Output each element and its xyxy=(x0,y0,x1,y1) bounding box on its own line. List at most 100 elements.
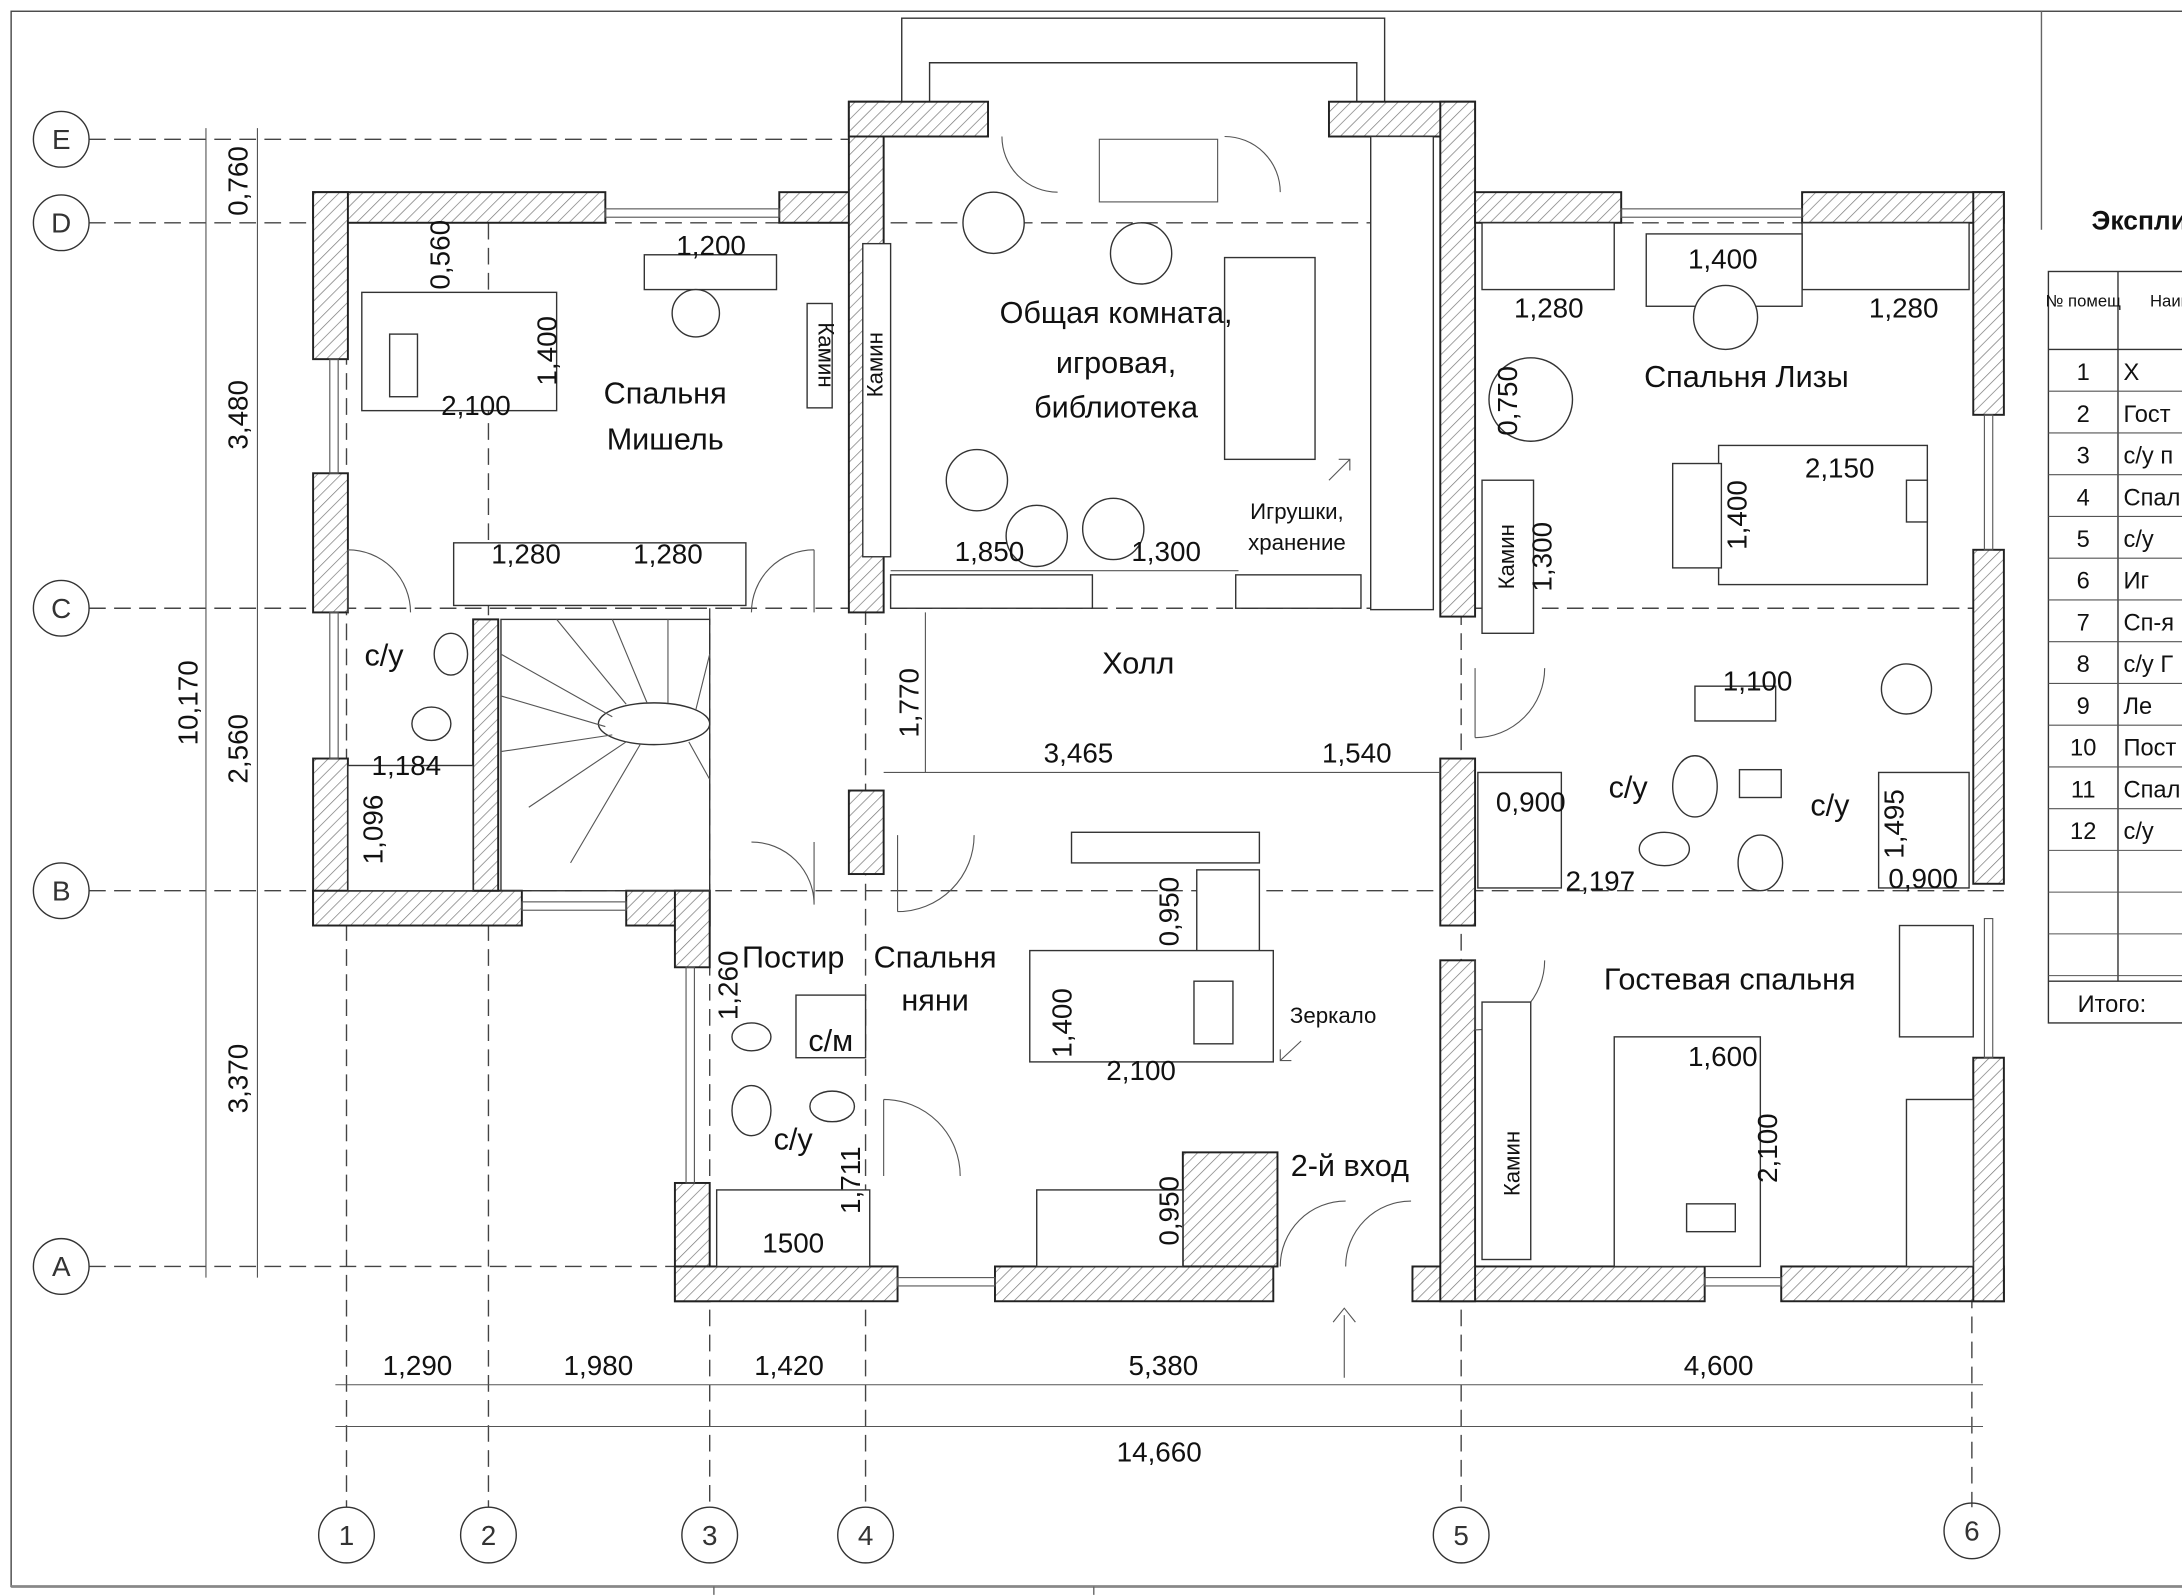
dim-label: 2,100 xyxy=(441,390,511,421)
staircase xyxy=(500,618,711,892)
axis-label: 2 xyxy=(481,1520,496,1551)
axis-marker-B: B xyxy=(32,862,90,920)
room-label-nanny: няни xyxy=(901,983,968,1017)
table-cell-name: с/у xyxy=(2124,819,2154,845)
dim-label: 1,495 xyxy=(1879,789,1910,859)
axis-marker-6: 6 xyxy=(1943,1502,2001,1560)
bottom-dimension-chain: 1,290 1,980 1,420 5,380 4,600 14,660 xyxy=(335,1350,1984,1467)
dim-label: 2,100 xyxy=(1106,1055,1176,1086)
table-cell-number: 1 xyxy=(2077,360,2090,386)
table-cell-number: 5 xyxy=(2077,527,2090,553)
room-label-entrance: 2-й вход xyxy=(1291,1149,1409,1183)
axis-label: 1 xyxy=(339,1520,354,1551)
table-cell-number: 4 xyxy=(2077,485,2090,511)
dim-label: 0,760 xyxy=(223,146,254,216)
table-cell-number: 7 xyxy=(2077,611,2090,637)
dim-label: 1,400 xyxy=(532,316,563,386)
table-header-name: Наим пом xyxy=(2150,291,2182,310)
room-labels: Спальня Мишель Общая комната, игровая, б… xyxy=(365,296,1856,1183)
room-label-wc: с/у xyxy=(774,1123,814,1157)
dim-label: 0,950 xyxy=(1154,877,1185,947)
table-header-number: № помещ xyxy=(2046,291,2122,310)
table-cell-name: Иг xyxy=(2124,569,2150,595)
dim-label: 1,184 xyxy=(372,750,442,781)
fireplace-label: Камин xyxy=(1500,1131,1525,1196)
axis-label: 5 xyxy=(1453,1520,1468,1551)
dim-label: 1,980 xyxy=(564,1350,634,1381)
dim-label: 0,950 xyxy=(1154,1176,1185,1246)
dim-label: 2,100 xyxy=(1752,1113,1783,1183)
axis-marker-2: 2 xyxy=(459,1506,517,1564)
table-cell-number: 3 xyxy=(2077,444,2090,470)
dim-label: 1,540 xyxy=(1322,738,1392,769)
mirror-note: Зеркало xyxy=(1290,1003,1376,1028)
axis-marker-5: 5 xyxy=(1432,1506,1490,1564)
dim-total-label: 10,170 xyxy=(173,660,204,745)
dim-label: 1,300 xyxy=(1527,522,1558,592)
room-label-michel: Спальня xyxy=(604,377,727,411)
inner-dimensions: 0,560 1,400 2,100 1,200 1,280 1,280 1,18… xyxy=(358,220,1958,1259)
dim-label: 0,750 xyxy=(1492,366,1523,436)
dim-label: 1,290 xyxy=(383,1350,453,1381)
axis-marker-3: 3 xyxy=(681,1506,739,1564)
room-label-common: библиотека xyxy=(1034,391,1199,425)
walls xyxy=(312,100,2005,1303)
room-label-guest: Гостевая спальня xyxy=(1604,963,1856,997)
doors xyxy=(347,135,1546,1378)
axis-marker-E: E xyxy=(32,110,90,168)
dim-label: 1,200 xyxy=(676,230,746,261)
table-cell-number: 9 xyxy=(2077,694,2090,720)
dim-label: 1,400 xyxy=(1688,244,1758,275)
dim-label: 0,900 xyxy=(1496,786,1566,817)
dim-label: 1,850 xyxy=(955,536,1025,567)
table-cell-number: 12 xyxy=(2070,819,2096,845)
axis-marker-A: A xyxy=(32,1237,90,1295)
axis-marker-4: 4 xyxy=(837,1506,895,1564)
room-label-michel: Мишель xyxy=(607,423,724,457)
dim-label: 2,197 xyxy=(1565,866,1635,897)
dim-total-label: 14,660 xyxy=(1117,1436,1202,1467)
room-label-common: игровая, xyxy=(1056,346,1176,380)
axis-label: D xyxy=(51,208,71,239)
dim-label: 4,600 xyxy=(1684,1350,1754,1381)
room-label-nanny: Спальня xyxy=(874,940,997,974)
table-cell-name: Спал xyxy=(2124,485,2181,511)
fireplace-label: Камин xyxy=(1494,524,1519,589)
plan-notes: Камин Камин Камин Камин Игрушки, хранени… xyxy=(813,322,1524,1196)
room-label-hall: Холл xyxy=(1102,647,1174,681)
axis-label: B xyxy=(52,875,71,906)
room-label-wc: с/у xyxy=(365,638,405,672)
table-total-label: Итого: xyxy=(2078,992,2147,1018)
dim-label: 2,150 xyxy=(1805,452,1875,483)
dim-label: 0,900 xyxy=(1888,863,1958,894)
table-cell-name: Пост xyxy=(2124,736,2177,762)
room-label-washer: с/м xyxy=(808,1024,853,1058)
table-cell-name: Сп-я xyxy=(2124,611,2175,637)
dim-label: 1,400 xyxy=(1047,988,1078,1058)
dim-label: 1,096 xyxy=(358,795,389,865)
table-cell-number: 8 xyxy=(2077,652,2090,678)
table-cell-name: Спал xyxy=(2124,778,2181,804)
table-cell-name: Ле xyxy=(2124,694,2153,720)
room-label-wc: с/у xyxy=(1609,771,1649,805)
fireplace-label: Камин xyxy=(813,322,838,387)
table-cell-name: с/у п xyxy=(2124,444,2174,470)
dim-label: 2,560 xyxy=(223,714,254,784)
table-title: Экспли xyxy=(2092,206,2182,236)
dim-label: 1,280 xyxy=(491,539,561,570)
dim-label: 5,380 xyxy=(1129,1350,1199,1381)
axis-marker-C: C xyxy=(32,579,90,637)
furniture xyxy=(347,135,1974,1268)
dim-label: 1,711 xyxy=(835,1146,866,1214)
dim-label: 3,370 xyxy=(223,1044,254,1114)
fireplace-label: Камин xyxy=(862,332,887,397)
dim-label: 1,280 xyxy=(1514,292,1584,323)
dim-label: 1,280 xyxy=(1869,292,1939,323)
left-dimension-chain: 0,760 3,480 2,560 3,370 10,170 xyxy=(173,128,258,1278)
dim-label: 1,260 xyxy=(713,951,744,1021)
room-label-common: Общая комната, xyxy=(1000,296,1233,330)
axis-label: 6 xyxy=(1964,1516,1979,1547)
windows xyxy=(329,138,1994,1287)
axis-label: C xyxy=(51,593,71,624)
